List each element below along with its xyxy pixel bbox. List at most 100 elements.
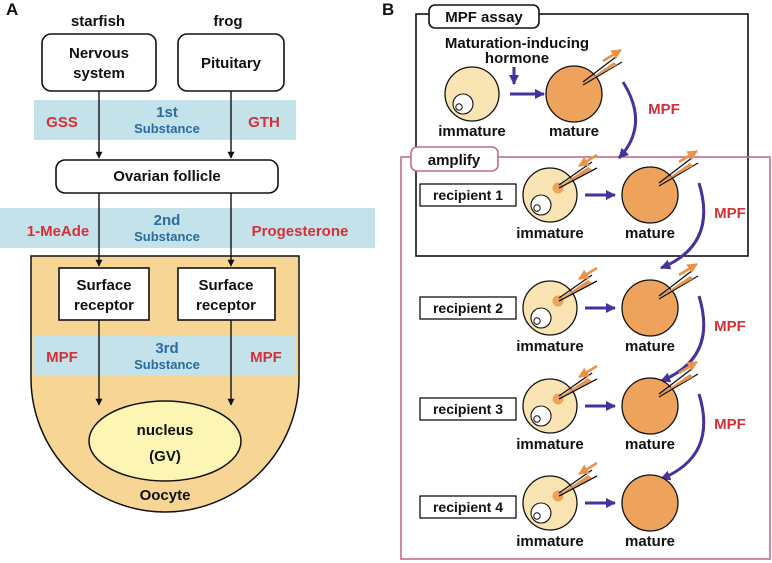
nucleus-label: nucleus [137, 422, 194, 439]
hormone-label-1: Maturation-inducing [445, 35, 589, 52]
pipette [558, 266, 598, 302]
pipette [658, 262, 699, 300]
amplify-title-box [410, 146, 499, 172]
recipient-label: recipient 4 [433, 499, 503, 515]
mature-oocyte [621, 279, 679, 337]
recipient-label: recipient 1 [433, 187, 503, 203]
mature-label: mature [625, 338, 675, 355]
mature-label: mature [625, 533, 675, 550]
panel-b: B MPF assay amplify Maturation-inducing … [382, 0, 771, 560]
panel-a-label: A [6, 0, 18, 19]
immature-oocyte [522, 378, 578, 434]
panel-a: A starfish frog Nervous system Pituitary… [0, 0, 375, 513]
assay-row: immature mature MPF [438, 48, 680, 160]
immature-label: immature [516, 533, 584, 550]
germinal-vesicle [530, 405, 552, 427]
injected-mpf [552, 295, 564, 307]
germinal-vesicle [530, 307, 552, 329]
mpf-transfer-arrow [660, 182, 706, 270]
nucleolus [533, 415, 541, 423]
withdraw-arrow [602, 48, 622, 63]
surface-receptor-right-label-2: receptor [196, 297, 256, 314]
third-label: 3rd [155, 340, 178, 357]
second-substance-label: Substance [134, 229, 200, 244]
nucleolus [533, 512, 541, 520]
ovarian-follicle-label: Ovarian follicle [113, 168, 221, 185]
recipient-row: recipient 2 immature mature MPF [419, 262, 746, 383]
mature-label: mature [549, 123, 599, 140]
immature-label: immature [438, 123, 506, 140]
germinal-vesicle [452, 93, 474, 115]
pipette [658, 360, 699, 398]
nervous-system-box [41, 33, 157, 92]
immature-oocyte [522, 475, 578, 531]
inject-arrow [578, 461, 598, 476]
species-frog: frog [213, 13, 242, 30]
pipette [582, 48, 623, 86]
nucleolus [455, 103, 463, 111]
immature-label: immature [516, 436, 584, 453]
mpf-right-label: MPF [250, 349, 282, 366]
mature-oocyte [545, 65, 603, 123]
mpf-left-label: MPF [46, 349, 78, 366]
pituitary-label: Pituitary [201, 55, 262, 72]
immature-oocyte [522, 167, 578, 223]
inject-arrow [578, 266, 598, 281]
recipient-label: recipient 2 [433, 300, 503, 316]
mature-oocyte [621, 474, 679, 532]
mpf-transfer-arrow [617, 81, 637, 160]
withdraw-arrow [678, 149, 698, 164]
ovarian-follicle-box [55, 159, 279, 194]
pipette [658, 149, 699, 187]
nucleolus [533, 204, 541, 212]
injected-mpf [552, 490, 564, 502]
one-meade-label: 1-MeAde [27, 223, 90, 240]
first-label: 1st [156, 104, 178, 121]
pipette [558, 364, 598, 400]
recipient-row: recipient 4 immature mature [419, 461, 679, 550]
pipette [558, 153, 598, 189]
recipient-box [419, 296, 517, 320]
immature-oocyte [522, 280, 578, 336]
mature-label: mature [625, 225, 675, 242]
gth-label: GTH [248, 114, 280, 131]
third-substance-band [34, 336, 296, 376]
second-label: 2nd [154, 212, 181, 229]
recipient-row: recipient 1 immature mature MPF [419, 149, 746, 270]
mpf-transfer-arrow [660, 393, 706, 481]
withdraw-arrow [678, 360, 698, 375]
third-substance-label: Substance [134, 357, 200, 372]
germinal-vesicle [530, 194, 552, 216]
mature-oocyte [621, 377, 679, 435]
injected-mpf [552, 393, 564, 405]
mpf-transfer-arrow [660, 295, 706, 383]
surface-receptor-left-box [58, 267, 150, 321]
immature-label: immature [516, 225, 584, 242]
nucleus-shape [88, 400, 242, 482]
mpf-label: MPF [714, 205, 746, 222]
hormone-label-2: hormone [485, 50, 549, 67]
recipient-box [419, 183, 517, 207]
gv-label: (GV) [149, 448, 181, 465]
surface-receptor-left-label-1: Surface [76, 277, 131, 294]
mature-oocyte [621, 166, 679, 224]
inject-arrow [578, 364, 598, 379]
mpf-label: MPF [714, 318, 746, 335]
mpf-label: MPF [714, 416, 746, 433]
progesterone-label: Progesterone [252, 223, 349, 240]
second-substance-band [0, 208, 375, 248]
mpf-assay-box [415, 13, 749, 257]
surface-receptor-right-box [177, 267, 276, 321]
nucleolus [533, 317, 541, 325]
mature-label: mature [625, 436, 675, 453]
gss-label: GSS [46, 114, 78, 131]
mpf-assay-title: MPF assay [445, 9, 523, 26]
first-substance-band [34, 100, 296, 140]
panel-b-label: B [382, 0, 394, 19]
nervous-system-label-2: system [73, 65, 125, 82]
withdraw-arrow [678, 262, 698, 277]
recipient-box [419, 495, 517, 519]
immature-label: immature [516, 338, 584, 355]
species-starfish: starfish [71, 13, 125, 30]
